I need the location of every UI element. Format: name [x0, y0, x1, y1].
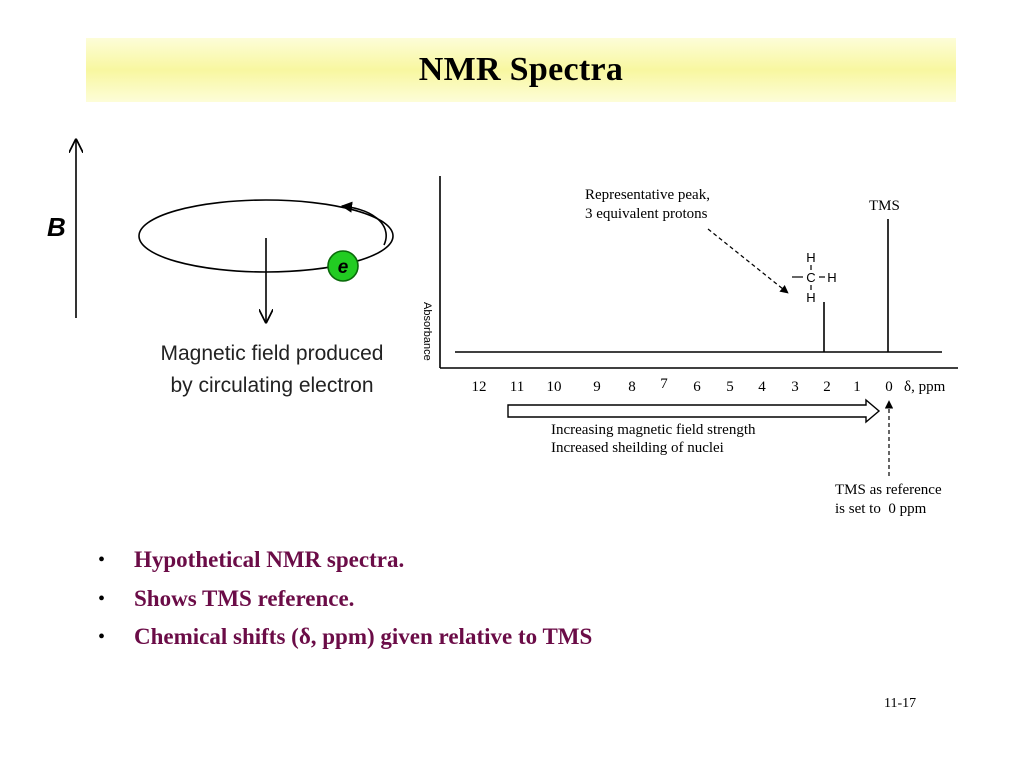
slide-number: 11-17: [884, 696, 917, 711]
slide-title: NMR Spectra: [418, 51, 624, 88]
tick-label: 4: [758, 379, 766, 395]
tick-label: 1: [853, 379, 861, 395]
y-axis-label: Absorbance: [421, 302, 433, 361]
peak-annotation-line-2: 3 equivalent protons: [585, 206, 708, 222]
b-field-symbol: B: [47, 212, 66, 242]
reference-note-line-2: is set to 0 ppm: [835, 501, 927, 517]
bullet-item: •Hypothetical NMR spectra.: [98, 547, 405, 572]
tick-label: 11: [510, 379, 524, 395]
axis-unit: δ, ppm: [904, 379, 946, 395]
arrow-caption-line-2: Increased sheilding of nuclei: [551, 440, 724, 456]
bullet-item: •Shows TMS reference.: [98, 585, 355, 611]
field-strength-arrow: [507, 398, 881, 424]
atom-h-bottom: H: [806, 290, 815, 305]
tick-label: 5: [726, 379, 734, 395]
electron: [327, 250, 359, 282]
caption-line-2: by circulating electron: [170, 374, 373, 397]
bullet-list: •Hypothetical NMR spectra. •Shows TMS re…: [96, 541, 592, 657]
peak-annotation-pointer: [707, 228, 789, 294]
peak-annotation-line-1: Representative peak,: [585, 187, 710, 203]
tick-label: 8: [628, 379, 636, 395]
tick-label: 6: [693, 379, 701, 395]
arrow-caption-line-1: Increasing magnetic field strength: [551, 422, 756, 438]
tick-label: 3: [791, 379, 799, 395]
tick-label: 10: [547, 379, 562, 395]
atom-c: C: [806, 270, 815, 285]
induced-field-figure: B e Magnetic field produced by circulati…: [47, 140, 394, 397]
spectrum-peaks: [823, 219, 889, 352]
reference-note-line-1: TMS as reference: [835, 482, 942, 498]
electron-symbol: e: [338, 257, 349, 278]
caption-line-1: Magnetic field produced: [161, 342, 384, 365]
circulation-arrow: [340, 201, 387, 246]
methyl-structure: H C H H: [792, 250, 837, 305]
tms-label: TMS: [869, 198, 900, 214]
atom-h-right: H: [827, 270, 836, 285]
tick-label: 9: [593, 379, 601, 395]
title-band: NMR Spectra: [86, 38, 956, 102]
bullet-item: •Chemical shifts (δ, ppm) given relative…: [98, 624, 593, 649]
tick-label: 0: [885, 379, 893, 395]
tick-label: 7: [660, 376, 668, 392]
tick-label: 12: [472, 379, 487, 395]
atom-h-top: H: [806, 250, 815, 265]
tick-label: 2: [823, 379, 831, 395]
